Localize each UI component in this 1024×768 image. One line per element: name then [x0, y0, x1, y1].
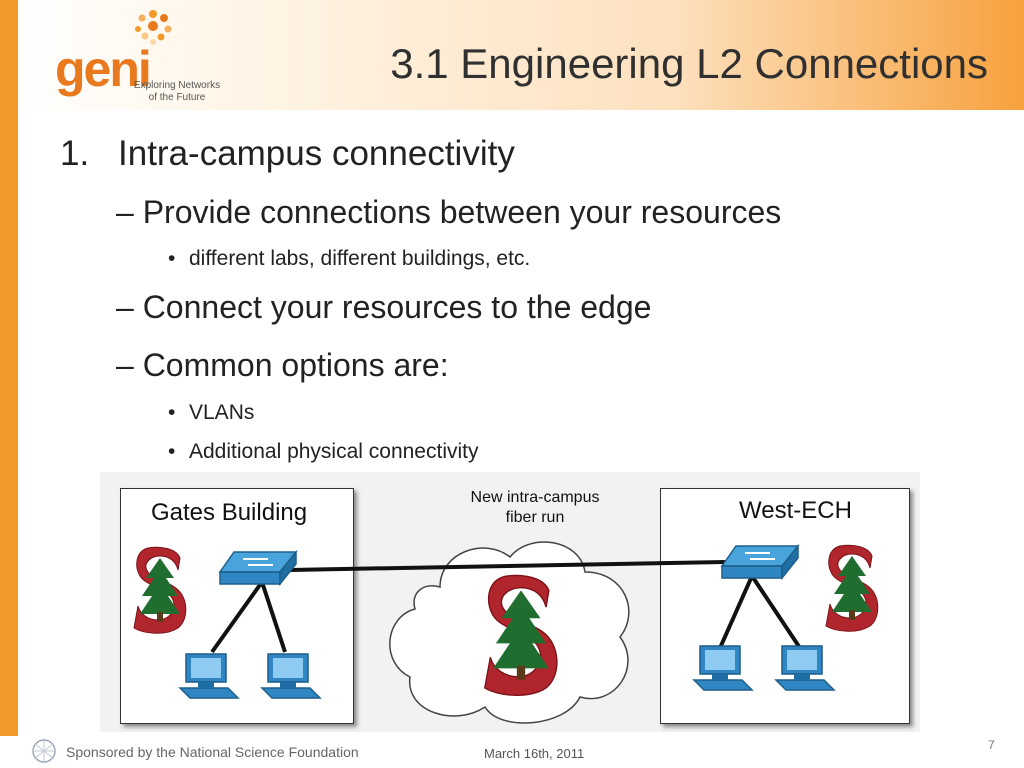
logo-wordmark: geni	[55, 41, 152, 97]
list-item-number: 1.	[60, 134, 90, 173]
sub-item-common-options: – Common options are:	[116, 347, 449, 383]
bullet-dot: •	[168, 401, 176, 424]
computer-icon	[774, 645, 836, 691]
computer-icon	[692, 645, 754, 691]
footer-date: March 16th, 2011	[484, 746, 585, 761]
link-lines	[210, 560, 802, 654]
bullet-text: different labs, different buildings, etc…	[189, 247, 531, 270]
page-number: 7	[988, 738, 995, 752]
cloud-label-line1: New intra-campus	[470, 489, 600, 506]
bullet-text: VLANs	[189, 401, 255, 424]
link-left-pc2	[260, 581, 287, 653]
nsf-logo-icon	[32, 739, 56, 763]
geni-logo: geni Exploring Networks of the Future	[55, 8, 220, 108]
fiber-link-line	[289, 560, 726, 572]
bullet-dot: •	[168, 440, 176, 463]
sub-item-provide-connections: – Provide connections between your resou…	[116, 194, 782, 230]
slide-title: 3.1 Engineering L2 Connections	[390, 40, 988, 87]
link-right-pc2	[750, 574, 802, 650]
logo-tagline-line1: Exploring Networks	[133, 80, 221, 91]
list-item-1: 1. Intra-campus connectivity	[60, 134, 515, 174]
computer-icon	[178, 653, 240, 699]
title-band	[18, 0, 1024, 110]
network-switch-icon	[720, 544, 800, 580]
bullet-vlans: • VLANs	[168, 401, 254, 425]
link-right-pc1	[718, 575, 754, 649]
bullet-dot: •	[168, 247, 176, 270]
network-diagram: Gates Building West-ECH New intra-campus…	[100, 472, 920, 732]
link-left-pc1	[210, 580, 264, 654]
gates-building-label: Gates Building	[151, 499, 308, 526]
list-item-text: Intra-campus connectivity	[118, 134, 515, 173]
west-ech-label: West-ECH	[739, 497, 852, 524]
bullet-text: Additional physical connectivity	[189, 440, 479, 463]
cloud-label: New intra-campus fiber run	[455, 488, 615, 528]
network-switch-icon	[218, 550, 298, 586]
bullet-different-labs: • different labs, different buildings, et…	[168, 247, 530, 271]
logo-tagline-line2: of the Future	[148, 92, 206, 103]
stanford-logo-icon	[133, 546, 187, 634]
computer-icon	[260, 653, 322, 699]
logo-tagline: Exploring Networks of the Future	[117, 80, 237, 104]
stanford-logo-icon	[484, 574, 558, 696]
bullet-physical-connectivity: • Additional physical connectivity	[168, 440, 479, 464]
sub-item-connect-edge: – Connect your resources to the edge	[116, 289, 652, 325]
cloud-label-line2: fiber run	[505, 509, 565, 526]
stanford-logo-icon	[825, 544, 879, 632]
footer-sponsor: Sponsored by the National Science Founda…	[66, 744, 359, 760]
logo-dots-icon	[135, 10, 172, 45]
left-accent-bar	[0, 0, 18, 736]
